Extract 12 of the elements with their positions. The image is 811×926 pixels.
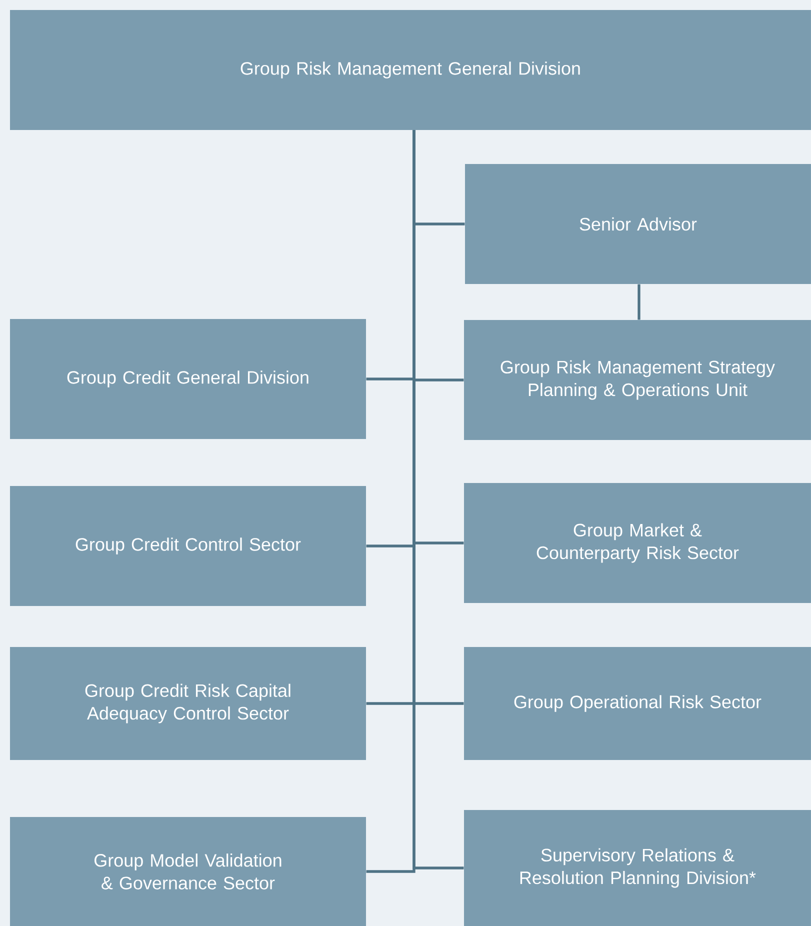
org-box: Group Credit General Division	[10, 319, 366, 439]
connector-line	[412, 130, 464, 870]
org-box: Group Market & Counterparty Risk Sector	[464, 483, 811, 603]
org-box: Group Model Validation & Governance Sector	[10, 817, 366, 926]
org-box: Group Risk Management Strategy Planning & Operations Unit	[464, 320, 811, 440]
org-box: Supervisory Relations & Resolution Planning Division*	[464, 810, 811, 926]
connector-line	[638, 284, 640, 320]
org-box: Senior Advisor	[465, 164, 811, 284]
org-box: Group Credit Control Sector	[10, 486, 366, 606]
org-box: Group Credit Risk Capital Adequacy Control Sector	[10, 647, 366, 760]
org-box: Group Risk Management General Division	[10, 10, 811, 130]
org-box: Group Operational Risk Sector	[464, 647, 811, 760]
